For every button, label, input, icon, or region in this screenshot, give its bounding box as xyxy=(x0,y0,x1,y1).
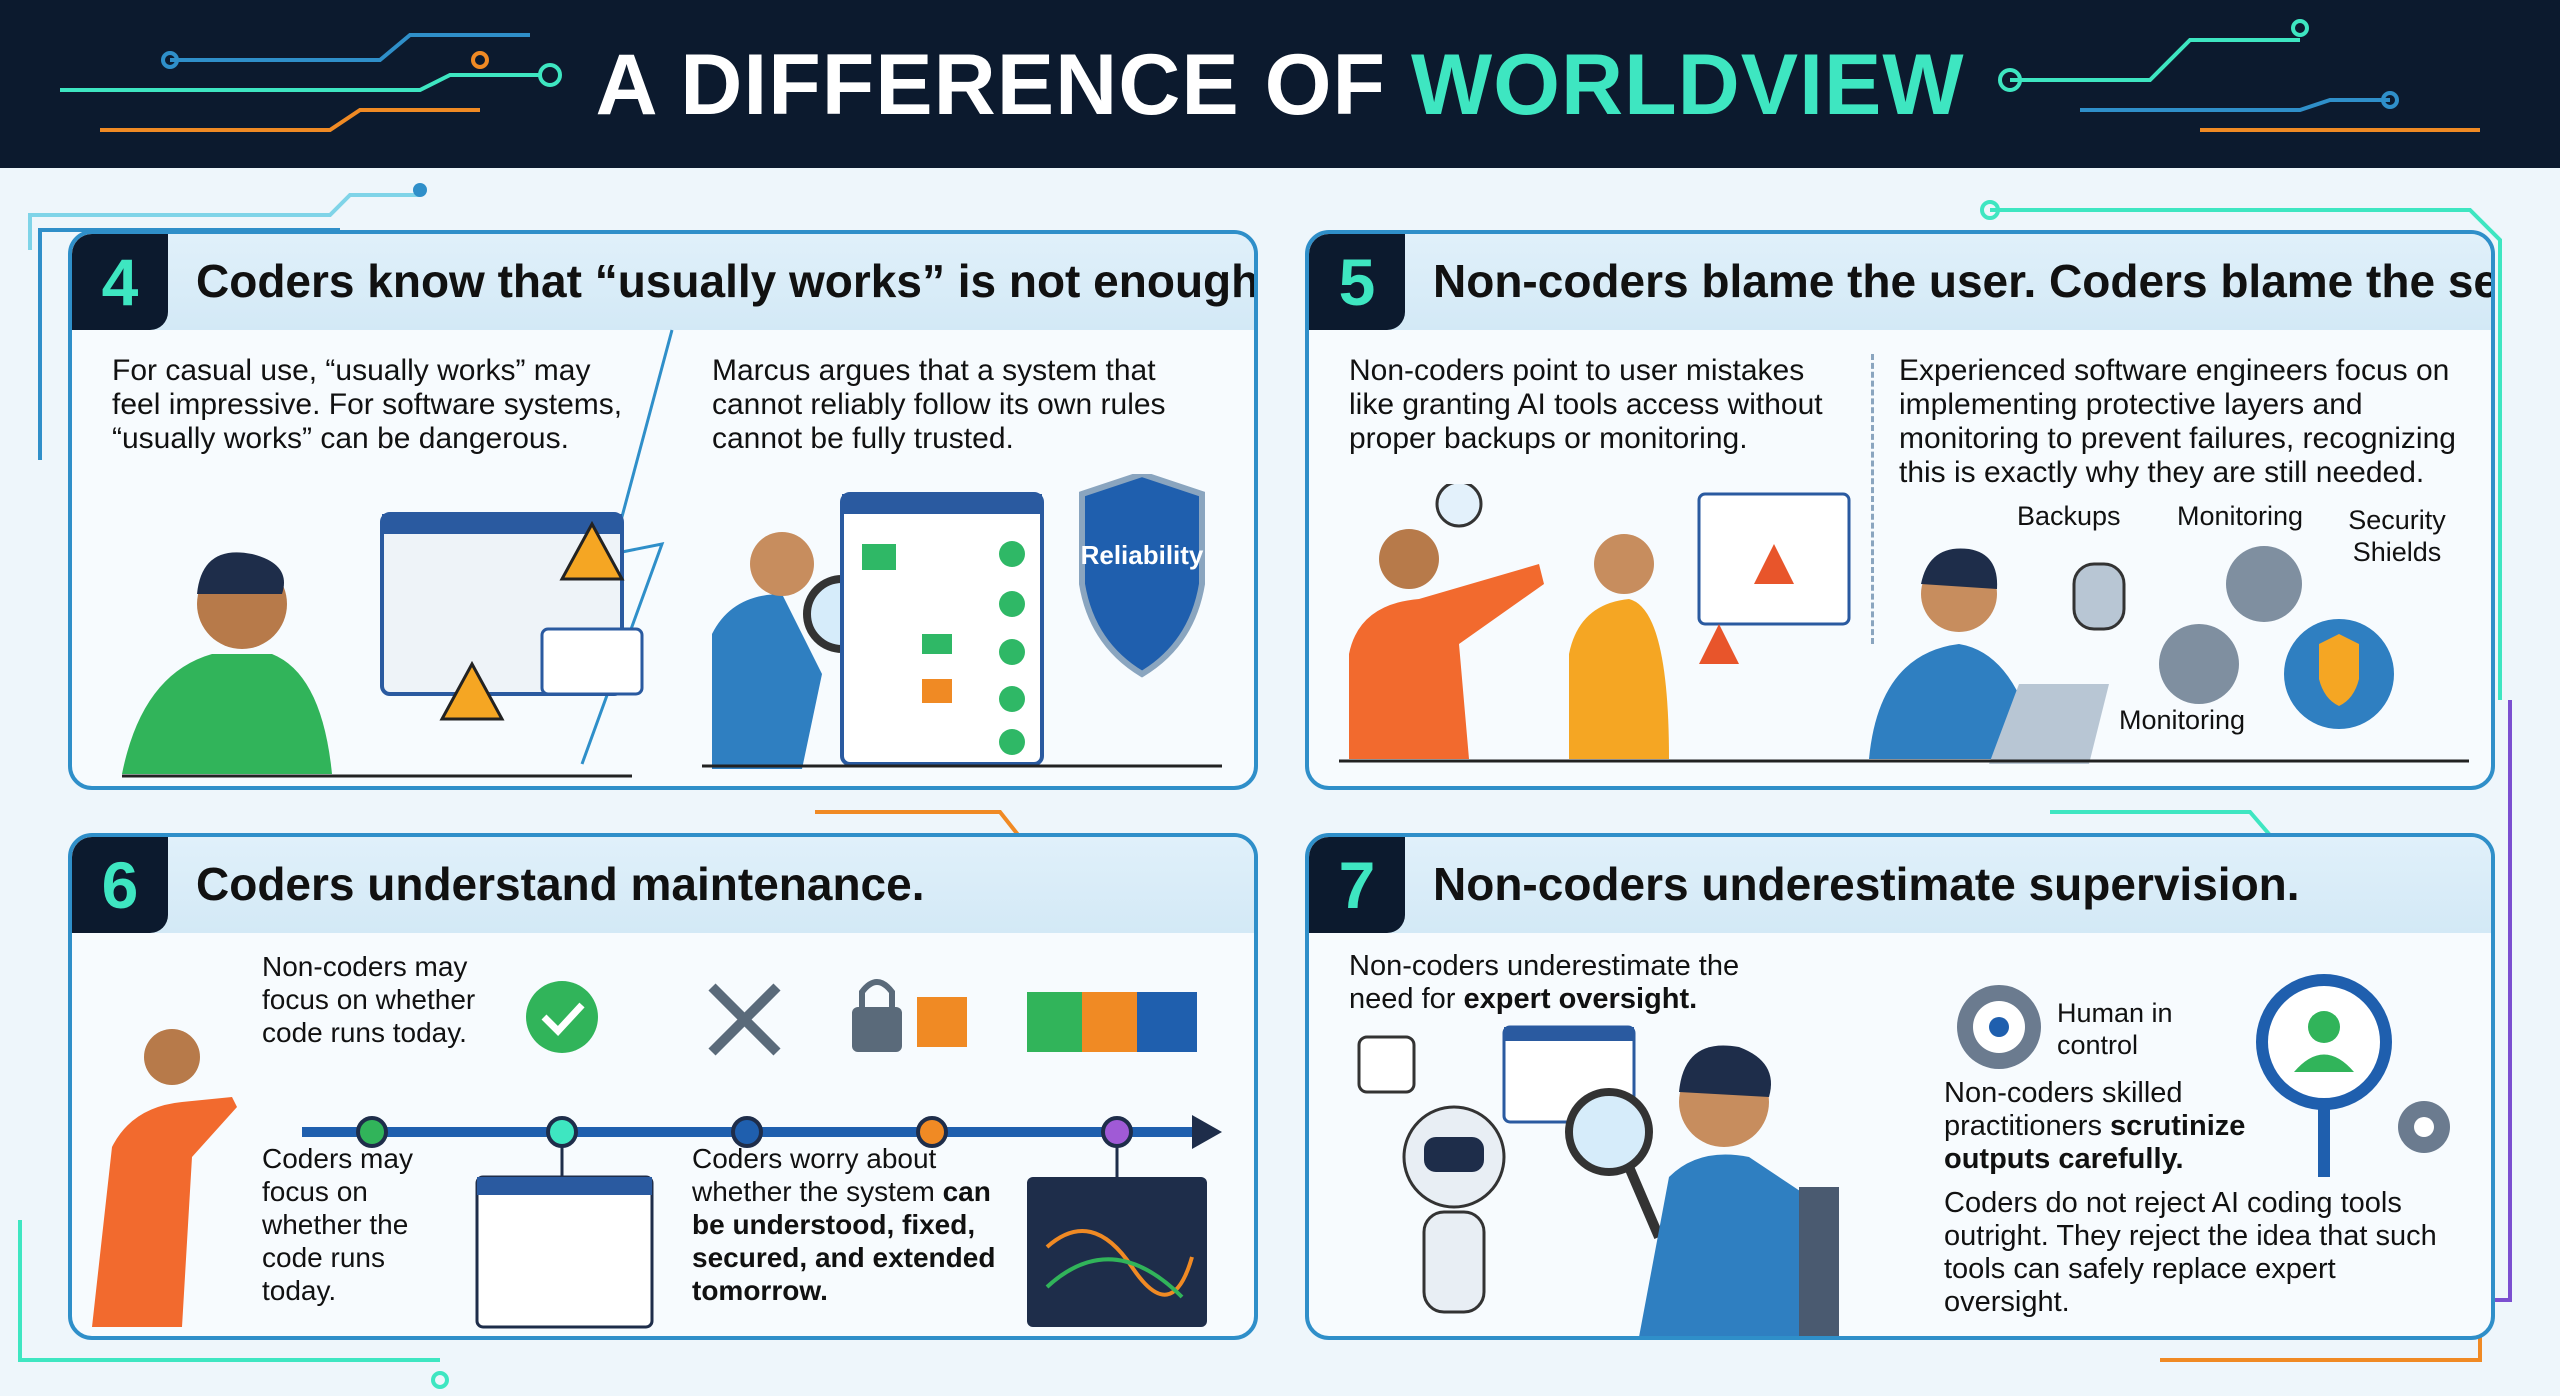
reliability-illustration: Reliability xyxy=(702,474,1222,769)
bottom-left-text: Coders may focus on whether the code run… xyxy=(262,1143,413,1306)
confused-person-illustration xyxy=(122,512,644,778)
left-text: For casual use, “usually works” may feel… xyxy=(112,354,623,455)
middle-text: Non-coders skilled practitioners scrutin… xyxy=(1944,1077,2344,1176)
blame-user-illustration xyxy=(1339,484,1879,763)
panel-header xyxy=(72,837,1254,933)
panel-number: 5 xyxy=(1309,234,1405,330)
panel-header xyxy=(1309,837,2491,933)
bottom-right-text: Coders worry about whether the system ca… xyxy=(692,1142,1002,1307)
left-text-b: expert oversight. xyxy=(1463,983,1698,1015)
label-backups: Backups xyxy=(2017,501,2121,531)
panel-title: Coders know that “usually works” is not … xyxy=(196,255,1258,307)
left-text-a: Non-coders underestimate the need for xyxy=(1349,950,1740,1015)
panel-5: 5 Non-coders blame the user. Coders blam… xyxy=(1305,230,2495,790)
right-text: Experienced software engineers focus on … xyxy=(1899,354,2456,489)
top-text: Non-coders may focus on whether code run… xyxy=(262,951,476,1048)
title-accent: WORLDVIEW xyxy=(1410,37,1965,133)
middle-text-b: scrutinize outputs carefully. xyxy=(1944,1110,2246,1175)
right-text: Marcus argues that a system that cannot … xyxy=(712,354,1166,455)
bottom-right-text-b: can be understood, fixed, secured, and e… xyxy=(692,1176,996,1306)
protective-layers-illustration xyxy=(1869,546,2469,764)
panel-number: 4 xyxy=(72,234,168,330)
title-main: A DIFFERENCE OF xyxy=(595,37,1411,133)
label-monitoring-top: Monitoring xyxy=(2177,501,2304,531)
middle-text-a: Non-coders skilled practitioners xyxy=(1944,1077,2183,1142)
label-monitoring-bottom: Monitoring xyxy=(2119,705,2246,735)
panel-7: 7 Non-coders underestimate supervision. … xyxy=(1305,833,2495,1340)
human-in-control-label: Human in control xyxy=(2057,998,2173,1060)
panel-title: Non-coders blame the user. Coders blame … xyxy=(1433,255,2495,307)
panel-title: Non-coders underestimate supervision. xyxy=(1433,858,2300,910)
left-text: Non-coders point to user mistakes like g… xyxy=(1349,354,1823,455)
left-text: Non-coders underestimate the need for ex… xyxy=(1349,950,1789,1016)
panel-4: 4 Coders know that “usually works” is no… xyxy=(68,230,1258,790)
bottom-text: Coders do not reject AI coding tools out… xyxy=(1944,1187,2437,1318)
panel-number: 6 xyxy=(72,837,168,933)
panel-title: Coders understand maintenance. xyxy=(196,858,925,910)
divider xyxy=(1871,354,1874,644)
panel-6: 6 Coders understand maintenance. Non-cod… xyxy=(68,833,1258,1340)
shield-label: Reliability xyxy=(1081,540,1204,570)
panel-number: 7 xyxy=(1309,837,1405,933)
title-banner: A DIFFERENCE OF WORLDVIEW xyxy=(0,0,2560,168)
oversight-illustration xyxy=(1357,1025,1839,1336)
circuit-decoration xyxy=(60,19,2480,132)
bottom-right-text-a: Coders worry about whether the system xyxy=(692,1143,943,1207)
page-title: A DIFFERENCE OF WORLDVIEW xyxy=(0,36,2560,135)
panel-header xyxy=(72,234,1254,330)
maintenance-timeline-illustration xyxy=(92,979,1222,1329)
panel-header xyxy=(1309,234,2491,330)
human-in-control-icons xyxy=(1957,974,2450,1177)
label-security-shields: Security Shields xyxy=(2348,505,2446,567)
